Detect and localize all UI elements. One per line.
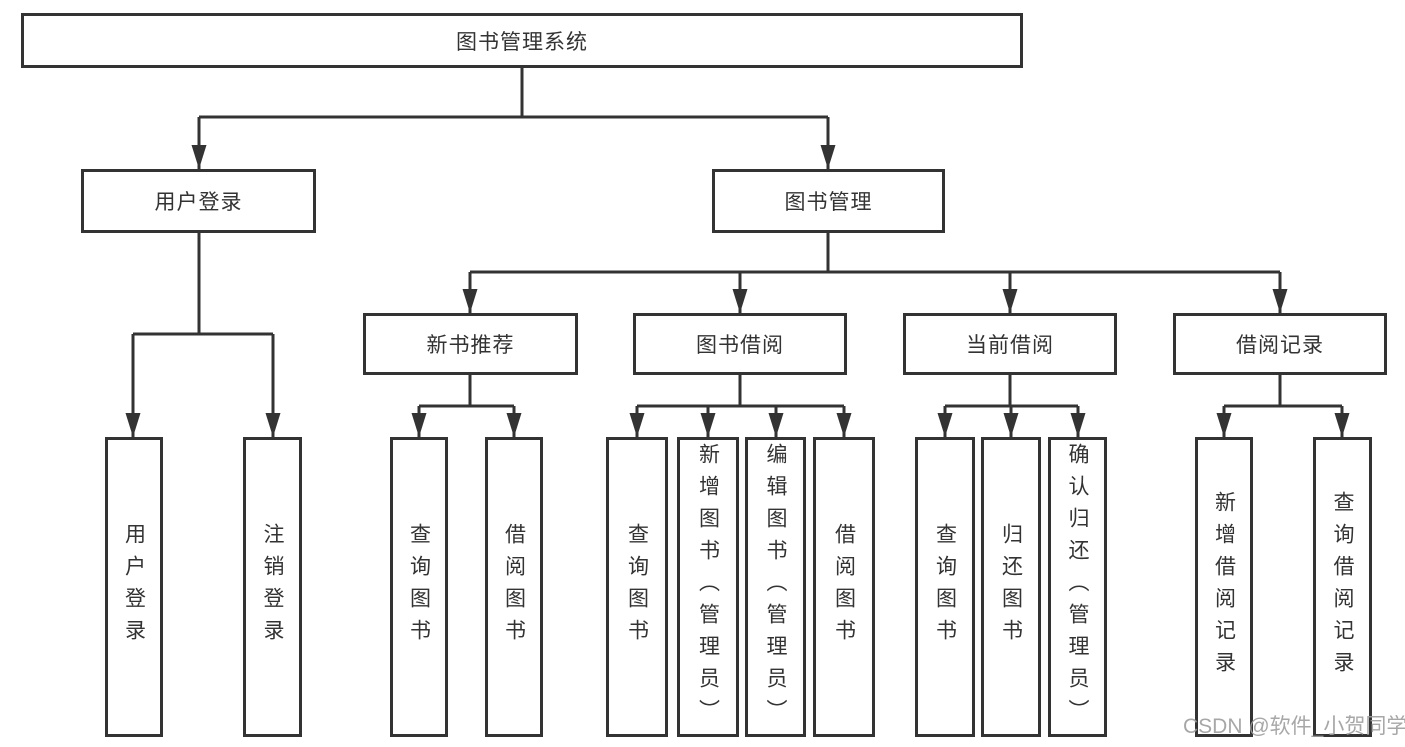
node-label: 新书推荐 bbox=[426, 334, 515, 357]
leaf-label: 借阅图书 bbox=[832, 523, 856, 651]
node-book-borrow: 图书借阅 bbox=[633, 313, 847, 375]
node-current-borrow: 当前借阅 bbox=[903, 313, 1117, 375]
leaf-borrow-books-recommend: 借阅图书 bbox=[485, 437, 543, 737]
node-user-login-branch: 用户登录 bbox=[81, 169, 316, 233]
leaf-query-books-current: 查询图书 bbox=[915, 437, 975, 737]
leaf-label: 查询图书 bbox=[625, 523, 649, 651]
leaf-edit-books-admin: 编辑图书（管理员） bbox=[745, 437, 806, 737]
leaf-label: 新增图书（管理员） bbox=[696, 443, 720, 731]
leaf-label: 确认归还（管理员） bbox=[1066, 443, 1089, 731]
node-label: 用户登录 bbox=[154, 191, 243, 214]
leaf-label: 新增借阅记录 bbox=[1212, 491, 1236, 683]
node-label: 图书借阅 bbox=[696, 334, 784, 357]
leaf-label: 用户登录 bbox=[122, 523, 146, 651]
leaf-query-books-recommend: 查询图书 bbox=[390, 437, 448, 737]
node-label: 当前借阅 bbox=[966, 334, 1054, 357]
node-label: 图书管理 bbox=[784, 191, 873, 214]
leaf-logout: 注销登录 bbox=[243, 437, 302, 737]
node-label: 借阅记录 bbox=[1236, 334, 1324, 357]
leaf-label: 查询图书 bbox=[407, 523, 431, 651]
node-root-system: 图书管理系统 bbox=[21, 13, 1023, 68]
node-root-label: 图书管理系统 bbox=[456, 30, 588, 54]
leaf-query-borrow-record: 查询借阅记录 bbox=[1313, 437, 1372, 737]
node-new-book-recommend: 新书推荐 bbox=[363, 313, 578, 375]
leaf-label: 编辑图书（管理员） bbox=[764, 443, 787, 731]
leaf-borrow-books: 借阅图书 bbox=[813, 437, 875, 737]
watermark-text: CSDN @软件_小贺同学 bbox=[1183, 715, 1405, 738]
node-book-management-branch: 图书管理 bbox=[712, 169, 945, 233]
leaf-label: 查询借阅记录 bbox=[1331, 491, 1354, 683]
leaf-label: 借阅图书 bbox=[502, 523, 526, 651]
leaf-label: 归还图书 bbox=[999, 523, 1023, 651]
leaf-label: 查询图书 bbox=[933, 523, 957, 651]
leaf-query-books-borrow: 查询图书 bbox=[606, 437, 668, 737]
leaf-user-login: 用户登录 bbox=[105, 437, 163, 737]
leaf-label: 注销登录 bbox=[261, 523, 284, 651]
node-borrow-records: 借阅记录 bbox=[1173, 313, 1387, 375]
leaf-add-borrow-record: 新增借阅记录 bbox=[1195, 437, 1253, 737]
leaf-add-books-admin: 新增图书（管理员） bbox=[677, 437, 739, 737]
leaf-return-books: 归还图书 bbox=[981, 437, 1041, 737]
leaf-confirm-return-admin: 确认归还（管理员） bbox=[1048, 437, 1107, 737]
